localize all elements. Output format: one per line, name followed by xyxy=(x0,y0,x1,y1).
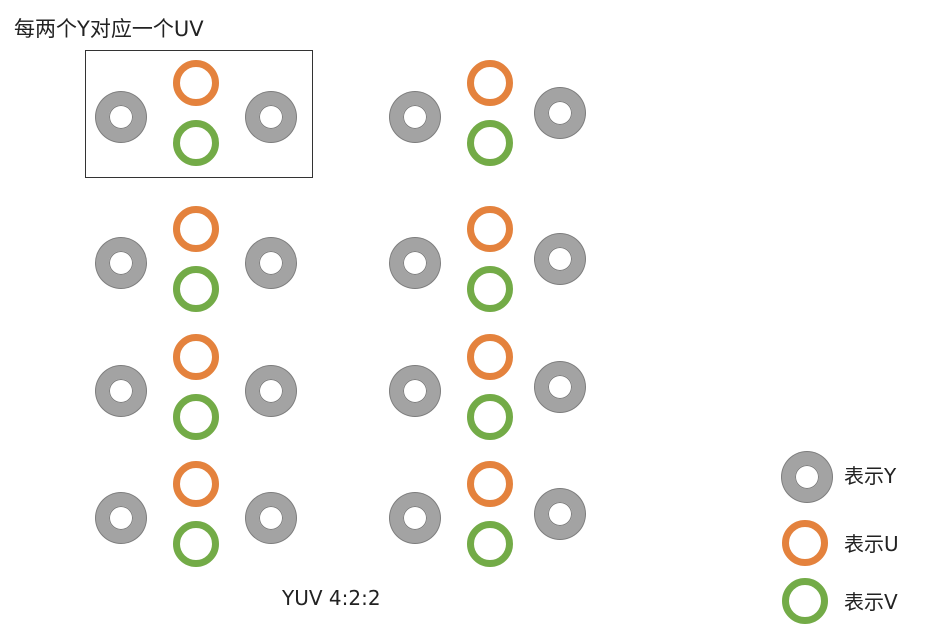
legend-v-ring xyxy=(782,578,828,624)
pixel-group-2-u-row-3 xyxy=(467,334,513,380)
legend-u-label: 表示U xyxy=(844,532,899,556)
pixel-group-1-u-row-2 xyxy=(173,206,219,252)
pixel-group-2-u-row-4 xyxy=(467,461,513,507)
pixel-group-1-v-row-2 xyxy=(173,266,219,312)
pixel-group-2-y-right-row-3 xyxy=(535,362,585,412)
legend-v-label: 表示V xyxy=(844,590,898,614)
pixel-group-2-v-row-3 xyxy=(467,394,513,440)
legend-y-label: 表示Y xyxy=(844,464,897,488)
pixel-group-1-u-row-1 xyxy=(173,60,219,106)
pixel-group-2-y-right-row-1 xyxy=(535,88,585,138)
pixel-group-2-y-left-row-2 xyxy=(390,238,440,288)
pixel-group-1-v-row-4 xyxy=(173,521,219,567)
legend-u-ring xyxy=(782,520,828,566)
pixel-group-1-y-right-row-4 xyxy=(246,493,296,543)
pixel-group-2-v-row-2 xyxy=(467,266,513,312)
pixel-group-1-y-left-row-2 xyxy=(96,238,146,288)
pixel-group-1-y-right-row-2 xyxy=(246,238,296,288)
format-caption: YUV 4:2:2 xyxy=(282,586,381,610)
diagram-title: 每两个Y对应一个UV xyxy=(14,17,204,41)
pixel-group-1-y-right-row-3 xyxy=(246,366,296,416)
pixel-group-1-u-row-3 xyxy=(173,334,219,380)
pixel-group-1-v-row-1 xyxy=(173,120,219,166)
pixel-group-1-y-left-row-4 xyxy=(96,493,146,543)
pixel-group-1-y-left-row-1 xyxy=(96,92,146,142)
pixel-group-1-y-left-row-3 xyxy=(96,366,146,416)
pixel-group-2-y-left-row-3 xyxy=(390,366,440,416)
pixel-group-1-y-right-row-1 xyxy=(246,92,296,142)
pixel-group-2-y-left-row-4 xyxy=(390,493,440,543)
pixel-group-2-v-row-4 xyxy=(467,521,513,567)
pixel-group-2-v-row-1 xyxy=(467,120,513,166)
pixel-group-2-y-right-row-2 xyxy=(535,234,585,284)
pixel-group-2-y-left-row-1 xyxy=(390,92,440,142)
pixel-group-1-v-row-3 xyxy=(173,394,219,440)
example-group-box xyxy=(85,50,313,178)
pixel-group-2-u-row-2 xyxy=(467,206,513,252)
pixel-group-2-y-right-row-4 xyxy=(535,489,585,539)
pixel-group-2-u-row-1 xyxy=(467,60,513,106)
pixel-group-1-u-row-4 xyxy=(173,461,219,507)
legend-y-ring xyxy=(782,452,832,502)
